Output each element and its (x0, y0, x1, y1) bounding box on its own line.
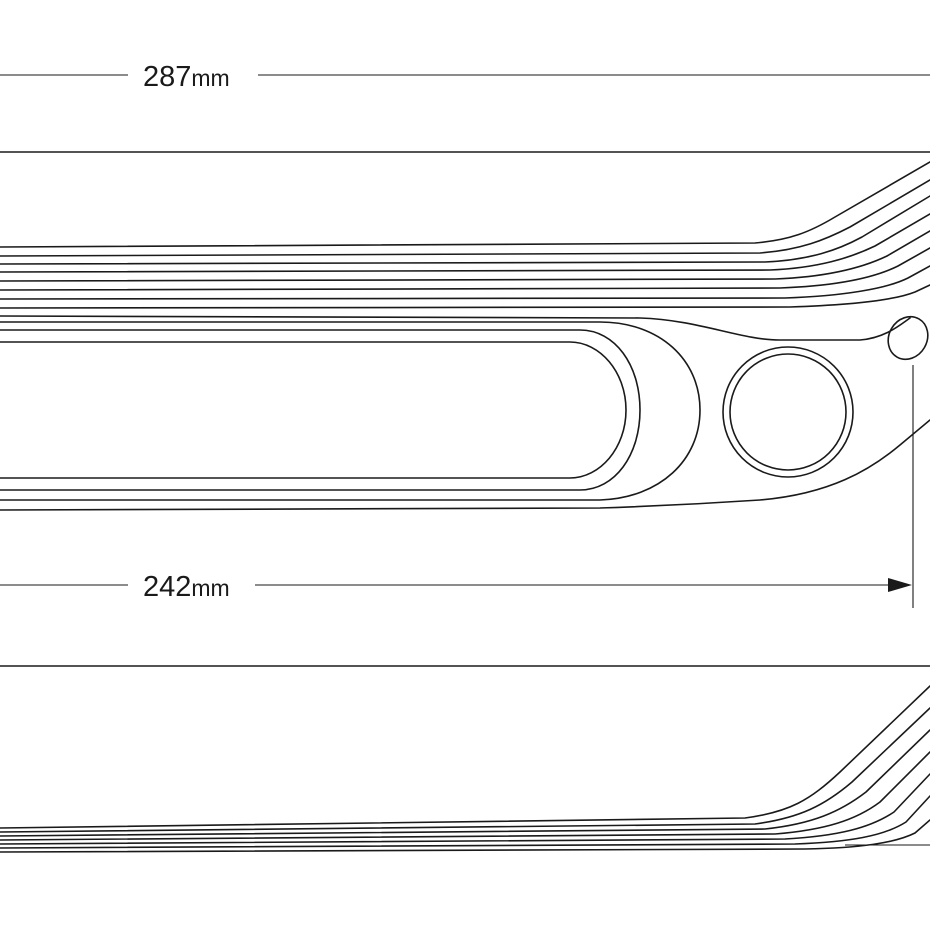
inner-pocket-outline (0, 321, 701, 501)
dimension-label-287: 287mm (143, 61, 230, 93)
arrow-head (888, 578, 912, 592)
upper-part (0, 151, 930, 511)
lower-contour (0, 419, 930, 511)
lower-part (0, 665, 930, 853)
slot-outer (0, 329, 641, 491)
dimension-287: 287mm (0, 61, 930, 93)
slot-inner (0, 341, 627, 479)
round-hole-inner (729, 353, 847, 471)
mounting-hole (887, 315, 929, 361)
pocket-outer-contour (0, 315, 911, 341)
dimension-label-242: 242mm (143, 571, 230, 603)
lower-ribs (0, 685, 930, 853)
dimension-242: 242mm (0, 365, 914, 608)
upper-ribs (0, 161, 930, 309)
round-hole-outer (722, 346, 854, 478)
